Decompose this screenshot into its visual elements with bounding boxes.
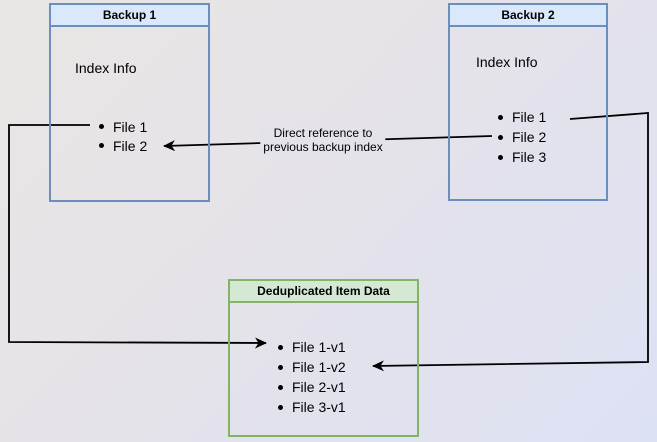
bullet-icon <box>498 134 503 140</box>
file-label: File 2-v1 <box>292 379 346 395</box>
backup1-box[interactable]: Backup 1 Index Info File 1 File 2 <box>49 3 210 202</box>
list-item: File 1-v2 <box>278 357 346 377</box>
edge-label-line1: Direct reference to <box>273 126 373 140</box>
backup2-header[interactable]: Backup 2 <box>450 5 606 27</box>
file-label: File 1 <box>512 109 547 125</box>
list-item: File 1 <box>99 117 147 136</box>
bullet-icon <box>498 154 503 160</box>
bullet-icon <box>278 344 283 350</box>
backup2-file-list: File 1 File 2 File 3 <box>498 107 546 167</box>
direct-reference-edge-label: Direct reference to previous backup inde… <box>260 125 386 155</box>
bullet-icon <box>498 114 503 120</box>
list-item: File 3 <box>498 147 546 167</box>
backup1-header[interactable]: Backup 1 <box>51 5 208 27</box>
file-label: File 2 <box>512 129 547 145</box>
list-item: File 2 <box>498 127 546 147</box>
dedup-header[interactable]: Deduplicated Item Data <box>230 281 417 303</box>
file-label: File 1-v1 <box>292 339 346 355</box>
list-item: File 2 <box>99 136 147 155</box>
bullet-icon <box>99 124 104 129</box>
backup2-box[interactable]: Backup 2 Index Info File 1 File 2 File 3 <box>448 3 608 201</box>
bullet-icon <box>278 404 283 410</box>
backup1-index-info-label: Index Info <box>75 60 137 76</box>
list-item: File 1 <box>498 107 546 127</box>
list-item: File 1-v1 <box>278 337 346 357</box>
file-label: File 1-v2 <box>292 359 346 375</box>
file-label: File 1 <box>113 118 148 135</box>
list-item: File 3-v1 <box>278 397 346 417</box>
bullet-icon <box>99 143 104 148</box>
backup2-file1-to-dedup-arrow[interactable] <box>372 112 649 372</box>
file-label: File 3-v1 <box>292 399 346 415</box>
bullet-icon <box>278 364 283 370</box>
file-label: File 3 <box>512 149 547 165</box>
list-item: File 2-v1 <box>278 377 346 397</box>
edge-label-line2: previous backup index <box>263 140 383 154</box>
file-label: File 2 <box>113 137 148 154</box>
backup2-index-info-label: Index Info <box>476 54 538 70</box>
backup1-file-list: File 1 File 2 <box>99 117 147 155</box>
bullet-icon <box>278 384 283 390</box>
